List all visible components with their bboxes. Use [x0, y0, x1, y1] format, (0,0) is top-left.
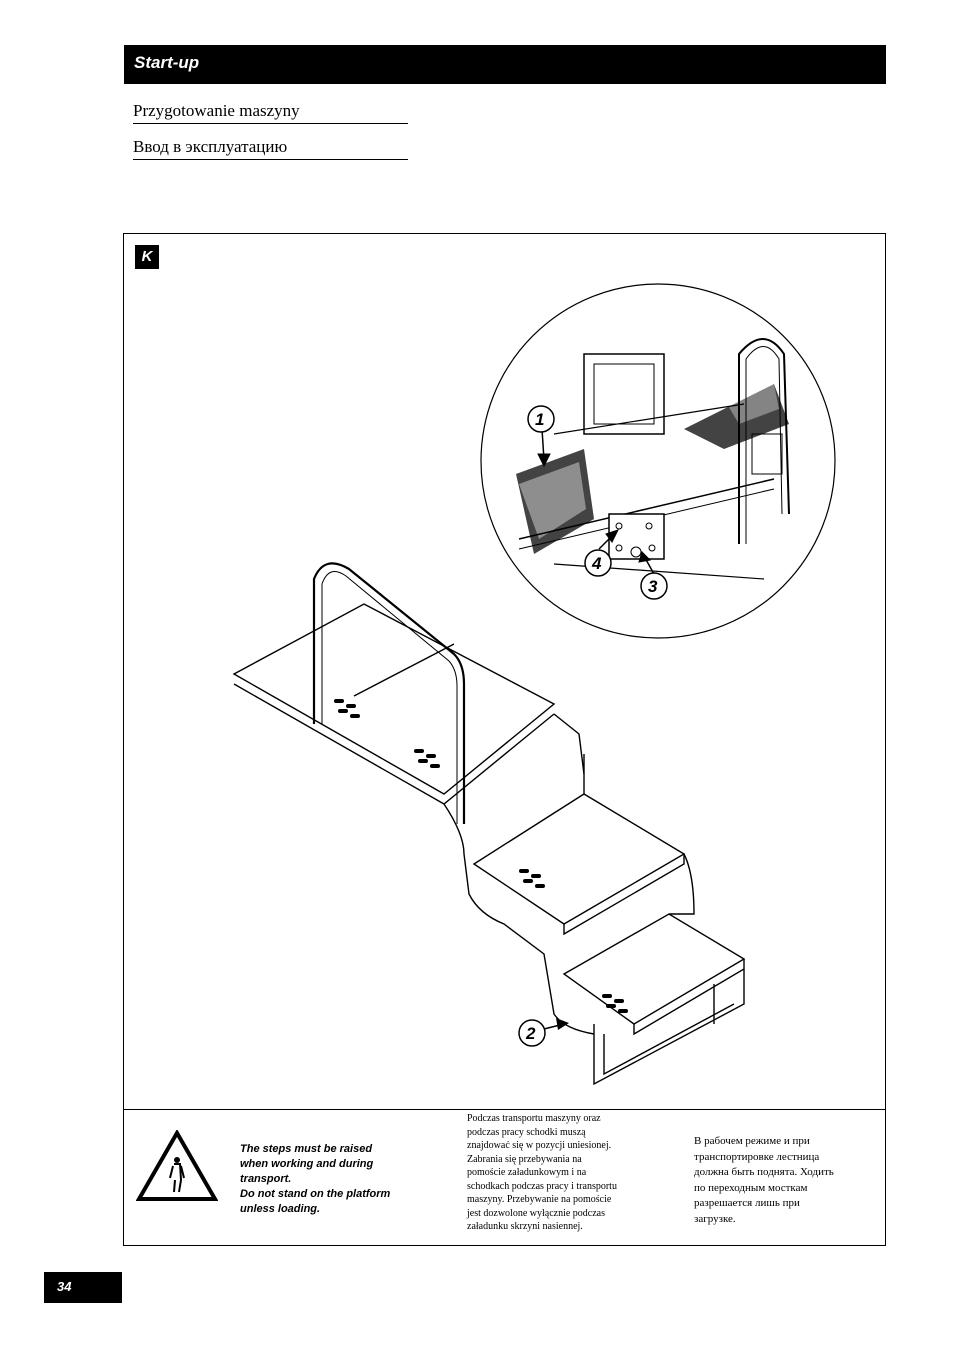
svg-text:3: 3	[648, 577, 658, 596]
section-title: Start-up	[134, 53, 200, 72]
page-number: 34	[57, 1279, 72, 1294]
svg-text:4: 4	[591, 554, 602, 573]
page-number-box: 34	[44, 1272, 122, 1303]
figure-label: K	[135, 245, 159, 269]
warning-text-english: The steps must be raised when working an…	[240, 1143, 391, 1215]
svg-text:1: 1	[535, 410, 544, 429]
subtitle-polish: Przygotowanie maszyny	[133, 101, 408, 124]
warning-triangle-icon	[136, 1130, 218, 1201]
callout-1: 1	[527, 405, 555, 433]
steps-drawing	[232, 562, 746, 1086]
callout-4: 4	[584, 549, 612, 577]
subtitle-russian: Ввод в эксплуатацию	[133, 137, 408, 160]
callout-3: 3	[640, 572, 668, 600]
svg-text:2: 2	[525, 1024, 536, 1043]
warning-text-russian: В рабочем режиме и при транспортировке л…	[694, 1135, 834, 1225]
callout-2: 2	[518, 1019, 546, 1047]
warning-text-polish: Podczas transportu maszyny oraz podczas …	[467, 1113, 617, 1232]
divider	[124, 1109, 885, 1110]
figure-box: K	[123, 233, 886, 1246]
steps-illustration: 1 4 3	[232, 283, 836, 1086]
header-bar: Start-up	[124, 45, 886, 84]
tread-pattern	[334, 699, 628, 1013]
